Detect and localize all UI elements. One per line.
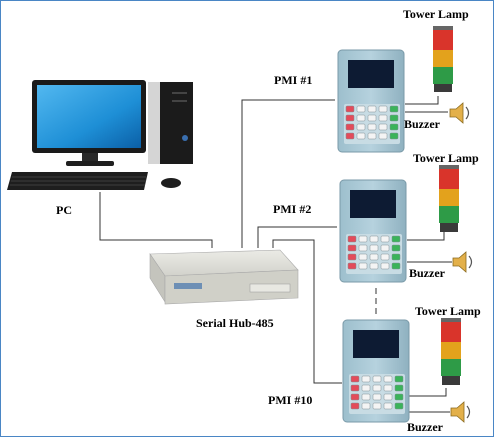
buzzer-1-icon [449,102,470,124]
tower-lamp-2-label: Tower Lamp [413,151,479,165]
keypad-key [391,253,401,261]
keypad-key [361,384,371,392]
keypad-key [394,393,404,401]
buzzer-2-label: Buzzer [409,266,445,280]
wire-pmi10-lamp [409,388,447,397]
pmi-unit-10 [342,319,410,423]
keyboard-icon [7,172,148,190]
keypad-key [394,402,404,410]
keypad-key [378,123,388,131]
keypad-key [372,402,382,410]
keypad-key [350,402,360,410]
keypad-key [391,244,401,252]
keypad-key [378,105,388,113]
keypad-key [369,235,379,243]
keypad-key [369,262,379,270]
keypad-key [345,123,355,131]
keypad-key [394,384,404,392]
keypad-key [389,105,399,113]
keypad-key [378,132,388,140]
keypad-key [356,114,366,122]
tower-lamp-1-label: Tower Lamp [403,7,469,21]
keypad-key [367,105,377,113]
mouse-icon [161,178,181,188]
wiring [99,96,452,413]
monitor-icon [32,80,146,166]
pmi1-keypad [345,105,399,140]
buzzer-1-label: Buzzer [404,117,440,131]
tower-lamp-3-label: Tower Lamp [415,304,481,318]
keypad-key [361,393,371,401]
pmi2-label: PMI #2 [273,202,312,216]
keypad-key [372,393,382,401]
serial-hub-label: Serial Hub-485 [196,316,274,330]
keypad-key [347,235,357,243]
keypad-key [361,402,371,410]
keypad-key [389,114,399,122]
pmi2-keypad [347,235,401,270]
wire-hub-pmi10 [272,239,342,384]
keypad-key [391,235,401,243]
wire-pc-hub [99,192,213,248]
wire-pmi1-lamp [405,96,439,105]
wire-hub-pmi1 [241,99,335,248]
keypad-key [356,132,366,140]
keypad-key [367,114,377,122]
wire-pmi2-lamp [407,228,445,241]
keypad-key [389,132,399,140]
keypad-key [350,375,360,383]
keypad-key [347,253,357,261]
keypad-key [383,384,393,392]
keypad-key [345,114,355,122]
keypad-key [345,132,355,140]
keypad-key [358,244,368,252]
serial-hub-device [149,249,299,305]
pc-group [7,80,193,190]
keypad-key [367,123,377,131]
keypad-key [389,123,399,131]
buzzer-2-icon [452,251,473,273]
keypad-key [380,244,390,252]
buzzer-3-label: Buzzer [407,420,443,434]
buzzer-3-icon [450,401,471,423]
tower-lamp-2-icon [439,165,459,232]
keypad-key [369,244,379,252]
keypad-key [347,244,357,252]
keypad-key [380,262,390,270]
pmi10-label: PMI #10 [268,393,313,407]
pmi1-label: PMI #1 [274,73,313,87]
keypad-key [367,132,377,140]
keypad-key [372,384,382,392]
keypad-key [383,402,393,410]
keypad-key [369,253,379,261]
keypad-key [358,235,368,243]
tower-lamp-1-icon [433,26,453,92]
keypad-key [358,262,368,270]
keypad-key [356,105,366,113]
keypad-key [378,114,388,122]
keypad-key [361,375,371,383]
keypad-key [394,375,404,383]
keypad-key [350,393,360,401]
keypad-key [380,235,390,243]
keypad-key [383,375,393,383]
keypad-key [383,393,393,401]
wire-hub-pmi2 [257,226,337,248]
keypad-key [372,375,382,383]
keypad-key [391,262,401,270]
tower-lamp-3-icon [441,318,461,385]
keypad-key [345,105,355,113]
pmi10-keypad [350,375,404,410]
keypad-key [356,123,366,131]
keypad-key [380,253,390,261]
pc-label: PC [56,203,72,217]
keypad-key [358,253,368,261]
keypad-key [347,262,357,270]
tower-case-icon [148,82,193,164]
keypad-key [350,384,360,392]
